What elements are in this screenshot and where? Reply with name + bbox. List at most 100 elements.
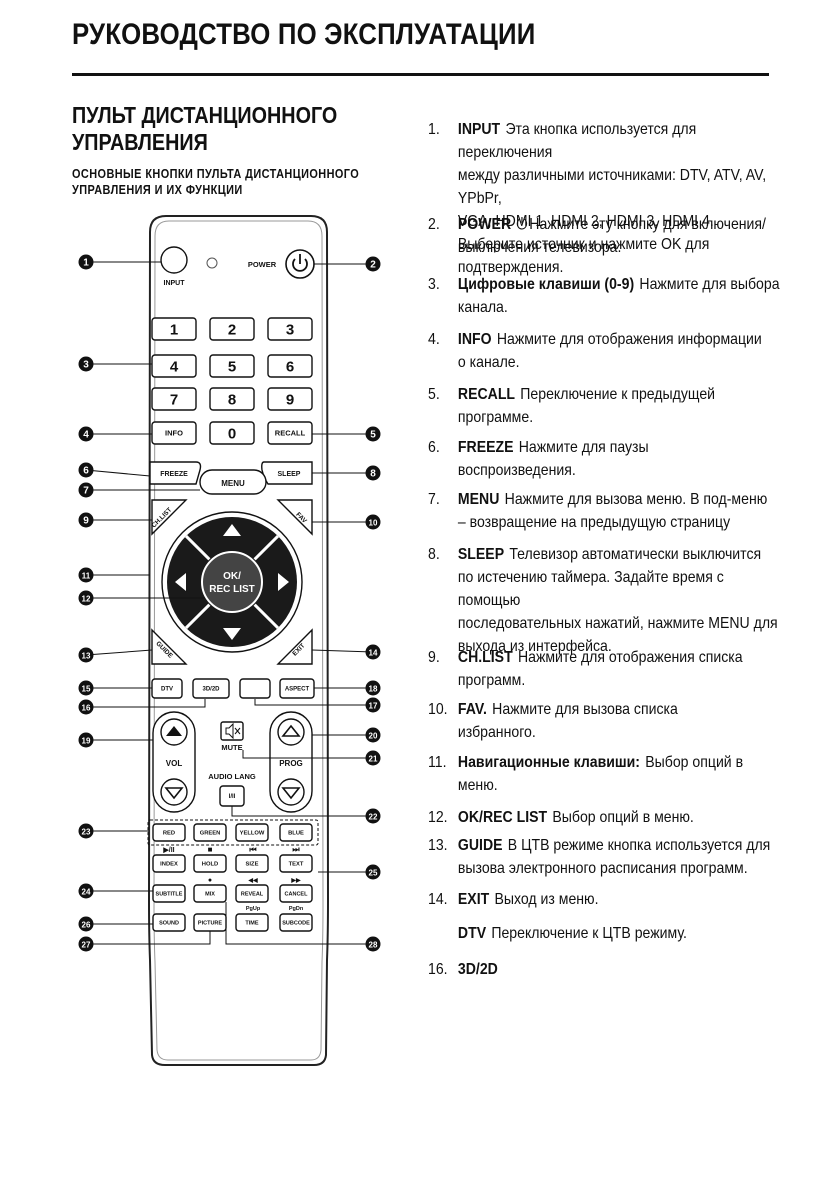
- instruction-item: 2.POWER⏻Нажмите эту кнопку для включения…: [428, 213, 780, 259]
- yellow-button[interactable]: [235, 823, 269, 842]
- section-title-line-2: УПРАВЛЕНИЯ: [72, 129, 208, 155]
- instruction-key-name: CH.LIST: [457, 649, 513, 666]
- recall-button-label: RECALL: [275, 429, 306, 438]
- section-title-line-1: ПУЛЬТ ДИСТАНЦИОННОГО: [72, 102, 338, 128]
- sleep-button[interactable]: [261, 461, 313, 485]
- digit-button-6[interactable]: [267, 354, 313, 378]
- callout-number-1: 1: [83, 258, 89, 269]
- mute-button[interactable]: [220, 721, 244, 741]
- cancel-button[interactable]: [279, 884, 313, 903]
- menu-button[interactable]: [199, 469, 267, 495]
- vol-label: VOL: [166, 759, 183, 768]
- subtitle-button[interactable]: [152, 884, 186, 903]
- digit-button-1[interactable]: [151, 317, 197, 341]
- green-button[interactable]: [193, 823, 227, 842]
- callout-marker-9: [78, 512, 94, 528]
- instruction-number: 4.: [428, 331, 440, 348]
- nav-down-icon[interactable]: [223, 628, 241, 640]
- record-icon: ●: [208, 877, 212, 884]
- freeze-button[interactable]: [149, 461, 202, 485]
- callout-marker-23: [78, 823, 94, 839]
- recall-button[interactable]: [267, 421, 313, 445]
- digit-button-4[interactable]: [151, 354, 197, 378]
- blank-button[interactable]: [239, 678, 271, 699]
- digit-button-5-label: 5: [228, 358, 236, 375]
- time-button[interactable]: [235, 913, 269, 932]
- red-button-label: RED: [163, 831, 175, 837]
- callout-number-14: 14: [369, 649, 378, 658]
- callout-marker-27: [78, 936, 94, 952]
- reveal-button[interactable]: [235, 884, 269, 903]
- callout-number-8: 8: [370, 469, 376, 480]
- vol-down-icon: [164, 787, 184, 800]
- dtv-button-label: DTV: [161, 687, 173, 693]
- blue-button-label: BLUE: [288, 831, 304, 837]
- info-button[interactable]: [151, 421, 197, 445]
- instruction-continuation: воспроизведения.: [457, 462, 576, 479]
- freeze-button-label: FREEZE: [160, 471, 188, 478]
- instruction-number: 7.: [428, 491, 440, 508]
- callout-marker-4: [78, 426, 94, 442]
- digit-button-7[interactable]: [151, 387, 197, 411]
- text-button[interactable]: [279, 854, 313, 873]
- audio-lang-button-label: I/II: [229, 794, 236, 800]
- mute-icon-x2: [234, 727, 241, 735]
- digit-button-8[interactable]: [209, 387, 255, 411]
- instruction-key-name: Навигационные клавиши:: [457, 754, 640, 771]
- mix-button[interactable]: [193, 884, 227, 903]
- prog-up-button[interactable]: [277, 718, 305, 746]
- red-button[interactable]: [152, 823, 186, 842]
- sound-button[interactable]: [152, 913, 186, 932]
- chlist-button[interactable]: [151, 499, 188, 536]
- hold-button[interactable]: [193, 854, 227, 873]
- fav-button[interactable]: [276, 499, 313, 536]
- nav-up-icon[interactable]: [223, 524, 241, 536]
- instruction-body: 3D/2D: [458, 958, 780, 981]
- nav-right-icon[interactable]: [278, 573, 289, 591]
- guide-button[interactable]: [151, 628, 188, 665]
- callout-line-16: [86, 699, 206, 708]
- nav-left-icon[interactable]: [175, 573, 186, 591]
- callout-number-26: 26: [82, 921, 91, 930]
- nav-divider: [253, 603, 280, 630]
- page-title: РУКОВОДСТВО ПО ЭКСПЛУАТАЦИИ: [72, 18, 536, 51]
- index-button[interactable]: [152, 854, 186, 873]
- input-button[interactable]: [160, 246, 188, 274]
- digit-button-0[interactable]: [209, 421, 255, 445]
- digit-button-5[interactable]: [209, 354, 255, 378]
- sound-button-label: SOUND: [159, 920, 179, 926]
- vol-down-button[interactable]: [160, 778, 188, 806]
- digit-button-9[interactable]: [267, 387, 313, 411]
- size-button[interactable]: [235, 854, 269, 873]
- instruction-first-line: Навигационные клавиши:Выбор опций в: [458, 751, 780, 774]
- callout-number-17: 17: [369, 702, 378, 711]
- callout-marker-28: [365, 936, 381, 952]
- instruction-first-line: POWER⏻Нажмите эту кнопку для включения/: [458, 213, 780, 236]
- subcode-button[interactable]: [279, 913, 313, 932]
- instruction-item: 3.Цифровые клавиши (0-9)Нажмите для выбо…: [428, 273, 780, 319]
- digit-button-3[interactable]: [267, 317, 313, 341]
- instruction-text: Нажмите для отображения информации: [496, 331, 762, 348]
- blue-button[interactable]: [279, 823, 313, 842]
- menu-button-label: MENU: [221, 479, 245, 488]
- instruction-text: В ЦТВ режиме кнопка используется для: [507, 837, 771, 854]
- instruction-number: 12.: [428, 809, 448, 826]
- digit-button-2[interactable]: [209, 317, 255, 341]
- prog-down-button[interactable]: [277, 778, 305, 806]
- exit-button[interactable]: [276, 628, 313, 665]
- instruction-number: 13.: [428, 837, 448, 854]
- power-symbol-icon: ⏻: [516, 216, 528, 233]
- mode3d-button[interactable]: [192, 678, 230, 699]
- ok-button[interactable]: [201, 551, 263, 613]
- instruction-continuation: канала.: [457, 299, 508, 316]
